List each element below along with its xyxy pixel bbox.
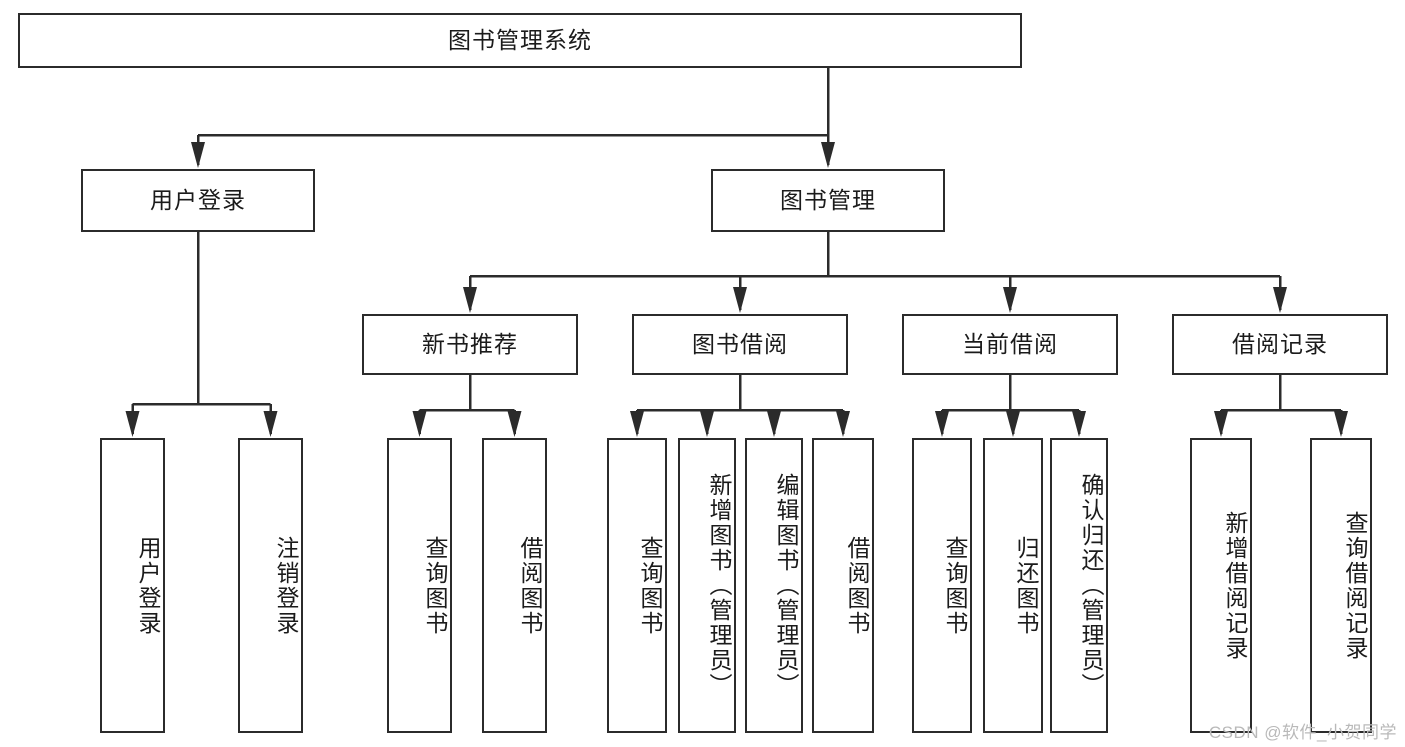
node-current-borrow[interactable]: 当前借阅	[902, 314, 1118, 375]
node-book-borrow-label: 图书借阅	[692, 330, 788, 357]
leaf-node[interactable]: 新增图书（管理员）	[678, 438, 736, 733]
leaf-node[interactable]: 借阅图书	[812, 438, 874, 733]
node-user-login-label: 用户登录	[150, 186, 246, 213]
leaf-node[interactable]: 注销登录	[238, 438, 303, 733]
leaf-node-label: 新增图书（管理员）	[706, 473, 732, 698]
leaf-node-label: 借阅图书	[844, 535, 870, 636]
leaf-node[interactable]: 查询借阅记录	[1310, 438, 1372, 733]
node-new-book-recommend-label: 新书推荐	[422, 330, 518, 357]
node-root[interactable]: 图书管理系统	[18, 13, 1022, 68]
leaf-node-label: 查询借阅记录	[1342, 510, 1368, 661]
leaf-node[interactable]: 查询图书	[607, 438, 667, 733]
node-book-borrow[interactable]: 图书借阅	[632, 314, 848, 375]
leaf-node[interactable]: 新增借阅记录	[1190, 438, 1252, 733]
leaf-node-label: 新增借阅记录	[1222, 510, 1248, 661]
leaf-node-label: 借阅图书	[517, 535, 543, 636]
leaf-node[interactable]: 确认归还（管理员）	[1050, 438, 1108, 733]
leaf-node-label: 确认归还（管理员）	[1078, 473, 1104, 698]
leaf-node[interactable]: 编辑图书（管理员）	[745, 438, 803, 733]
node-current-borrow-label: 当前借阅	[962, 330, 1058, 357]
node-borrow-record[interactable]: 借阅记录	[1172, 314, 1388, 375]
leaf-node-label: 查询图书	[637, 535, 663, 636]
leaf-node-label: 归还图书	[1013, 535, 1039, 636]
leaf-node[interactable]: 用户登录	[100, 438, 165, 733]
leaf-node[interactable]: 归还图书	[983, 438, 1043, 733]
node-book-management[interactable]: 图书管理	[711, 169, 945, 232]
leaf-node-label: 注销登录	[273, 535, 299, 636]
leaf-node[interactable]: 借阅图书	[482, 438, 547, 733]
node-root-label: 图书管理系统	[448, 26, 592, 53]
node-new-book-recommend[interactable]: 新书推荐	[362, 314, 578, 375]
leaf-node[interactable]: 查询图书	[387, 438, 452, 733]
leaf-node-label: 编辑图书（管理员）	[773, 473, 799, 698]
node-user-login[interactable]: 用户登录	[81, 169, 315, 232]
leaf-node-label: 查询图书	[942, 535, 968, 636]
leaf-node[interactable]: 查询图书	[912, 438, 972, 733]
leaf-node-label: 用户登录	[135, 535, 161, 636]
leaf-node-label: 查询图书	[422, 535, 448, 636]
node-book-management-label: 图书管理	[780, 186, 876, 213]
node-borrow-record-label: 借阅记录	[1232, 330, 1328, 357]
watermark: CSDN @软件_小贺同学	[1208, 723, 1397, 742]
